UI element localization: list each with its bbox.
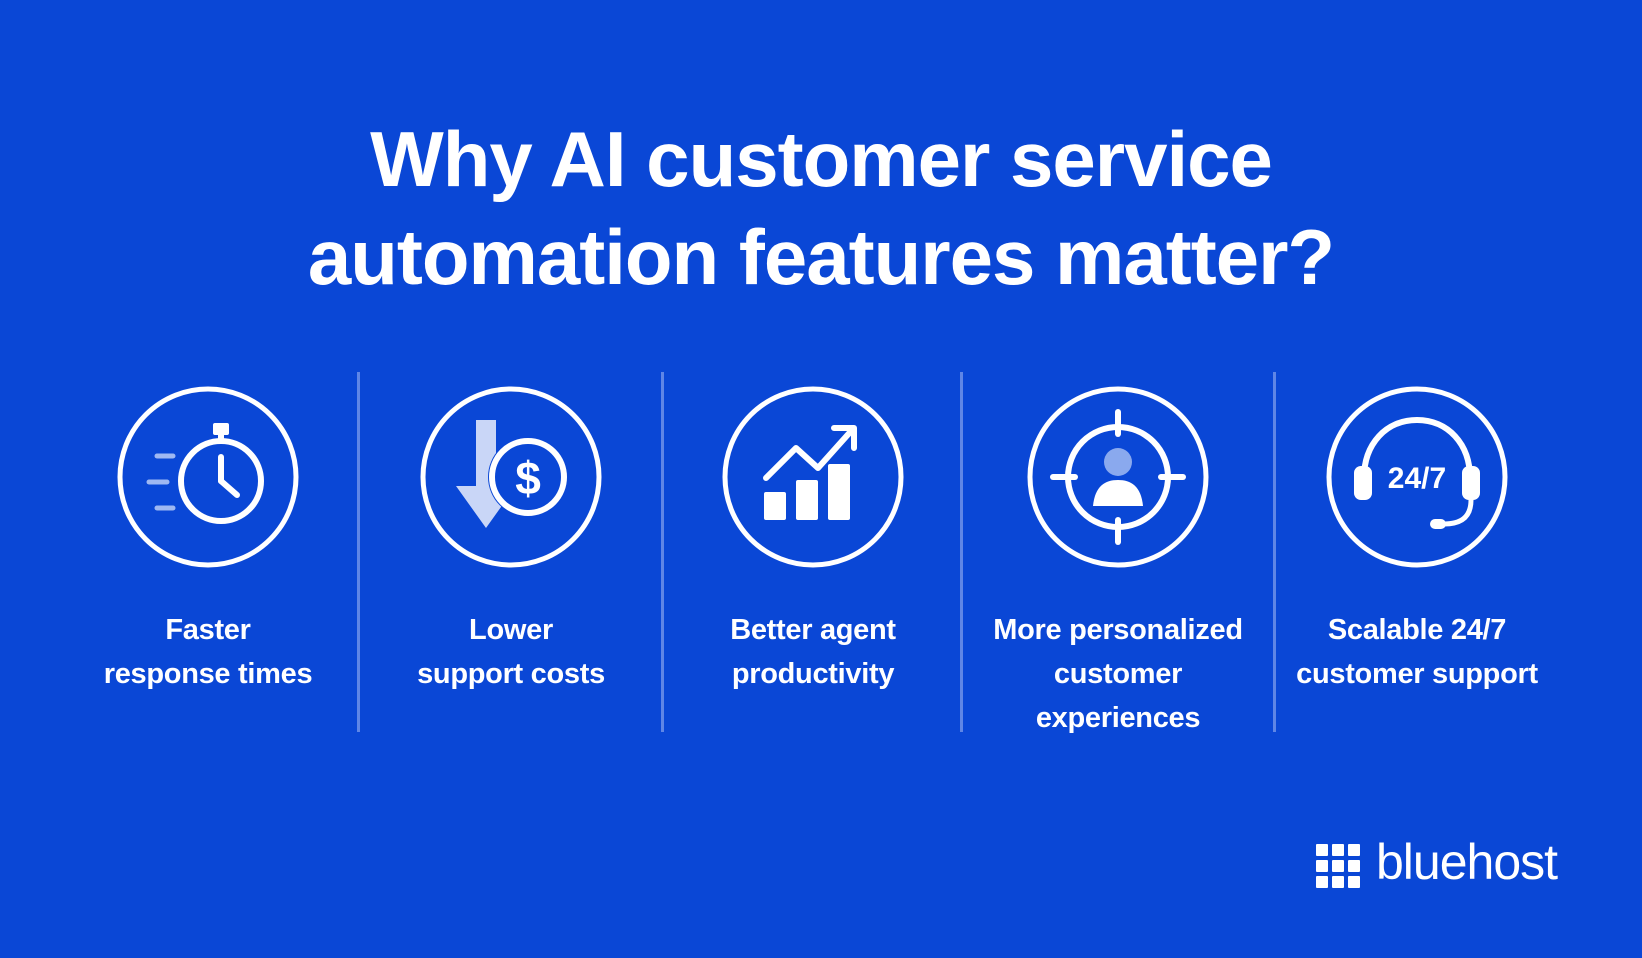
column-divider <box>960 372 963 732</box>
feature-label-line: More personalized <box>993 614 1243 646</box>
feature-label-line: customer support <box>1296 658 1538 690</box>
feature-label-line: Scalable 24/7 <box>1327 614 1507 646</box>
dollar-down-arrow-icon: $ <box>416 382 606 572</box>
brand-grid-icon <box>1316 844 1360 888</box>
feature-label: More personalized customer experiences <box>968 608 1268 740</box>
feature-label-line: response times <box>103 658 313 690</box>
page-title-line-2: automation features matter? <box>307 213 1335 301</box>
brand-logo: bluehost <box>1316 834 1576 898</box>
headset-icon: 24/7 <box>1322 382 1512 572</box>
feature-lower-costs: $ Lower support costs <box>361 372 661 732</box>
column-divider <box>661 372 664 732</box>
feature-label: Scalable 24/7 customer support <box>1267 608 1567 696</box>
feature-label: Better agent productivity <box>663 608 963 696</box>
page-title-line-1: Why AI customer service <box>370 115 1273 203</box>
feature-label-line: customer <box>1053 658 1183 690</box>
page-title: Why AI customer service automation featu… <box>0 110 1642 306</box>
feature-label: Faster response times <box>58 608 358 696</box>
feature-row: Faster response times $ Lower support co… <box>0 372 1642 734</box>
target-user-icon <box>1023 382 1213 572</box>
stopwatch-icon <box>113 382 303 572</box>
feature-label-line: experiences <box>1035 702 1201 734</box>
feature-label: Lower support costs <box>361 608 661 696</box>
feature-label-line: support costs <box>417 658 605 690</box>
feature-label-line: productivity <box>731 658 895 690</box>
growth-chart-icon <box>718 382 908 572</box>
brand-name: bluehost <box>1376 834 1558 890</box>
feature-faster-response: Faster response times <box>58 372 358 732</box>
column-divider <box>357 372 360 732</box>
feature-label-line: Lower <box>469 614 553 646</box>
feature-label-line: Faster <box>165 614 251 646</box>
feature-agent-productivity: Better agent productivity <box>663 372 963 732</box>
feature-personalized-experiences: More personalized customer experiences <box>968 372 1268 734</box>
svg-text:$: $ <box>515 452 541 504</box>
headset-badge-text: 24/7 <box>1388 462 1446 495</box>
feature-label-line: Better agent <box>730 614 896 646</box>
feature-scalable-support: 24/7 Scalable 24/7 customer support <box>1267 372 1567 732</box>
column-divider <box>1273 372 1276 732</box>
